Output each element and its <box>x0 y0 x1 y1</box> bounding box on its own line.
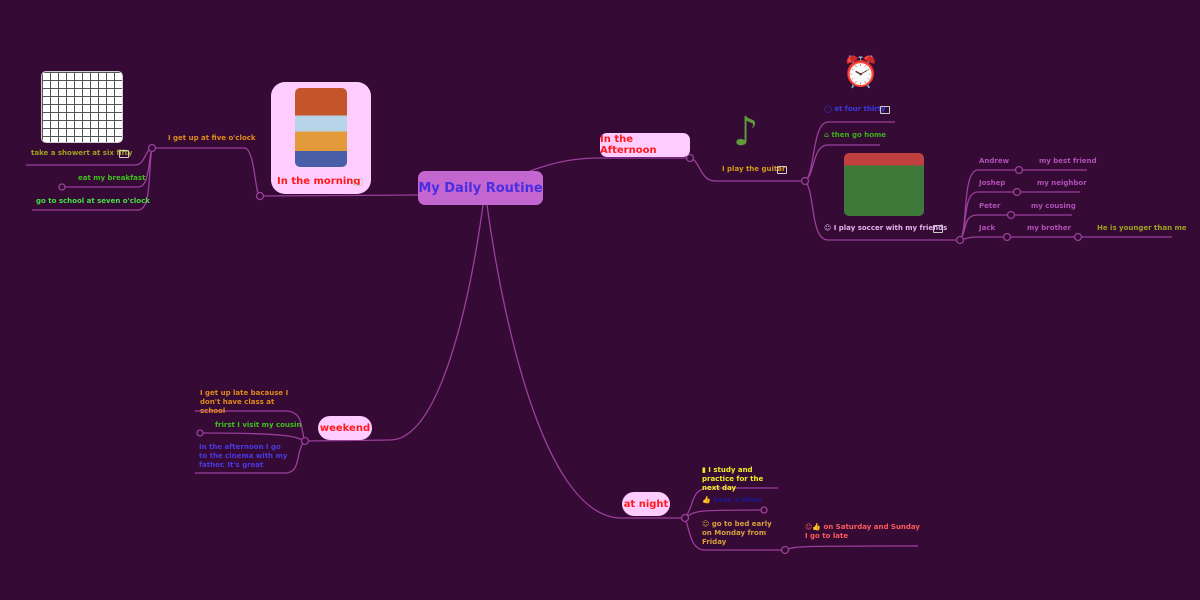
image-icon <box>777 166 787 174</box>
afternoon-item-label: I play soccer with my friends <box>833 224 948 232</box>
friend-note[interactable]: He is younger than me <box>1097 224 1187 232</box>
friend-name[interactable]: Jack <box>979 224 996 232</box>
image-icon <box>119 150 129 158</box>
afternoon-item[interactable]: ☺ I play soccer with my friends <box>824 224 948 232</box>
night-item[interactable]: 👍 have a diner <box>702 496 763 504</box>
night-sub-item-label: on Saturday and Sunday I go to late <box>805 523 920 540</box>
night-item[interactable]: ☺ go to bed early on Monday from Friday <box>702 520 772 546</box>
soccer-image <box>844 153 924 216</box>
morning-item[interactable]: eat my breakfast <box>78 174 146 182</box>
friend-name[interactable]: Peter <box>979 202 1001 210</box>
afternoon-child[interactable]: I play the guitar <box>722 165 786 173</box>
central-topic[interactable]: My Daily Routine <box>418 171 543 205</box>
weekend-item[interactable]: I get up late bacause I don't have class… <box>200 389 289 415</box>
weekend-item[interactable]: In the afternoon I go to the cinema with… <box>199 443 288 469</box>
afternoon-item[interactable]: ◯ at four thirty <box>824 105 886 113</box>
friend-name[interactable]: Andrew <box>979 157 1010 165</box>
image-icon <box>353 178 363 186</box>
image-icon <box>933 225 943 233</box>
branch-afternoon[interactable]: In the Afternoon <box>600 133 690 157</box>
alarm-clock-icon: ⏰ <box>842 55 880 90</box>
friend-relation[interactable]: my neighbor <box>1037 179 1087 187</box>
afternoon-item-label: then go home <box>831 131 887 139</box>
boy-in-bed-image <box>295 88 347 167</box>
friend-relation[interactable]: my best friend <box>1039 157 1097 165</box>
branch-morning-label: In the morning <box>277 176 361 187</box>
friend-name[interactable]: Joshep <box>979 179 1006 187</box>
afternoon-item-label: at four thirty <box>834 105 886 113</box>
music-note-icon: ♪ <box>733 109 759 155</box>
night-item-label: go to bed early on Monday from Friday <box>702 520 772 546</box>
weekend-item[interactable]: frirst I visit my cousin <box>215 421 302 429</box>
afternoon-item[interactable]: ⌂ then go home <box>824 131 887 139</box>
night-item-label: I study and practice for the next day <box>702 466 764 492</box>
friend-relation[interactable]: my brother <box>1027 224 1072 232</box>
night-item-label: have a diner <box>713 496 763 504</box>
branch-night[interactable]: at night <box>622 492 670 516</box>
night-item[interactable]: ▮ I study and practice for the next day <box>702 466 764 492</box>
morning-item[interactable]: go to school at seven o'clock <box>36 197 150 205</box>
morning-item[interactable]: take a showert at six fifty <box>31 149 133 157</box>
night-sub-item[interactable]: ☺👍 on Saturday and Sunday I go to late <box>805 523 920 540</box>
shower-image <box>41 71 123 143</box>
friend-relation[interactable]: my cousing <box>1031 202 1076 210</box>
branch-weekend[interactable]: weekend <box>318 416 372 440</box>
image-icon <box>880 106 890 114</box>
morning-child[interactable]: I get up at five o'clock <box>168 134 256 142</box>
